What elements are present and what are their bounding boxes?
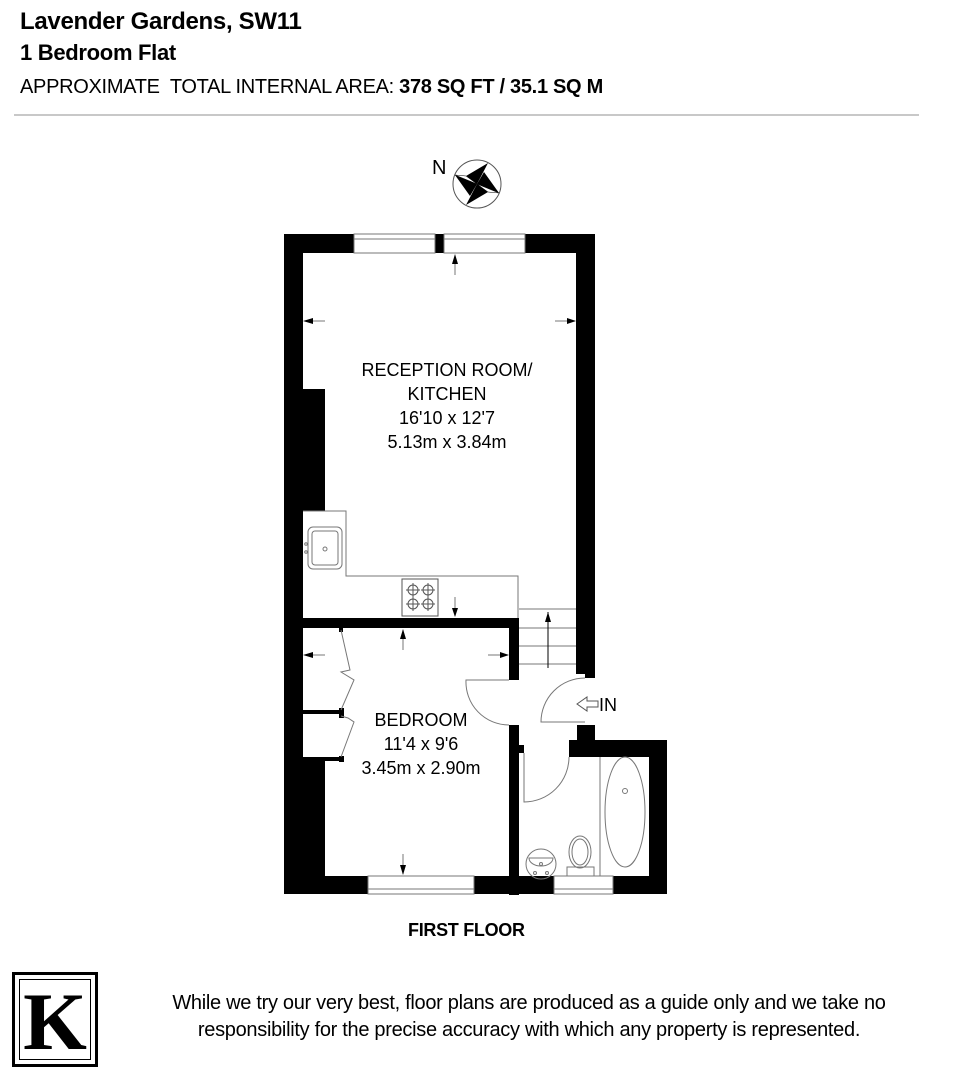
compass-north-label: N — [432, 157, 446, 179]
room-name: BEDROOM — [374, 710, 467, 730]
property-title: Lavender Gardens, SW11 — [20, 8, 302, 35]
total-area: APPROXIMATE TOTAL INTERNAL AREA: 378 SQ … — [20, 76, 603, 99]
room-metric-size: 3.45m x 2.90m — [361, 758, 480, 778]
room-metric-size: 5.13m x 3.84m — [387, 432, 506, 452]
windows — [353, 233, 614, 895]
entrance-label: IN — [599, 695, 617, 715]
area-label: APPROXIMATE TOTAL INTERNAL AREA: — [20, 76, 400, 98]
area-value: 378 SQ FT / 35.1 SQ M — [399, 76, 603, 98]
disclaimer-line-2: responsibility for the precise accuracy … — [197, 1019, 861, 1041]
disclaimer: While we try our very best, floor plans … — [104, 990, 954, 1044]
header-divider — [14, 114, 919, 116]
room-bedroom: BEDROOM 11'4 x 9'6 3.45m x 2.90m — [361, 710, 480, 778]
room-imperial-size: 16'10 x 12'7 — [399, 408, 495, 428]
room-imperial-size: 11'4 x 9'6 — [384, 734, 459, 754]
compass-icon: N — [432, 157, 502, 209]
measurement-arrows — [303, 254, 576, 875]
doors — [339, 629, 586, 803]
room-name: RECEPTION ROOM/ — [361, 360, 532, 380]
staircase — [519, 608, 576, 668]
kitchen-units — [303, 510, 519, 618]
logo-letter: K — [23, 975, 87, 1067]
bathroom-fittings — [525, 756, 646, 880]
walls — [284, 234, 667, 895]
agency-logo: K — [12, 972, 98, 1067]
hob-icon — [401, 578, 439, 617]
room-name: KITCHEN — [407, 384, 486, 404]
disclaimer-line-1: While we try our very best, floor plans … — [172, 992, 886, 1014]
property-type: 1 Bedroom Flat — [20, 40, 176, 65]
logo-frame: K — [19, 975, 91, 1067]
floor-label: FIRST FLOOR — [408, 920, 525, 940]
room-reception-kitchen: RECEPTION ROOM/ KITCHEN 16'10 x 12'7 5.1… — [361, 360, 532, 452]
entrance-arrow-icon — [576, 696, 599, 712]
